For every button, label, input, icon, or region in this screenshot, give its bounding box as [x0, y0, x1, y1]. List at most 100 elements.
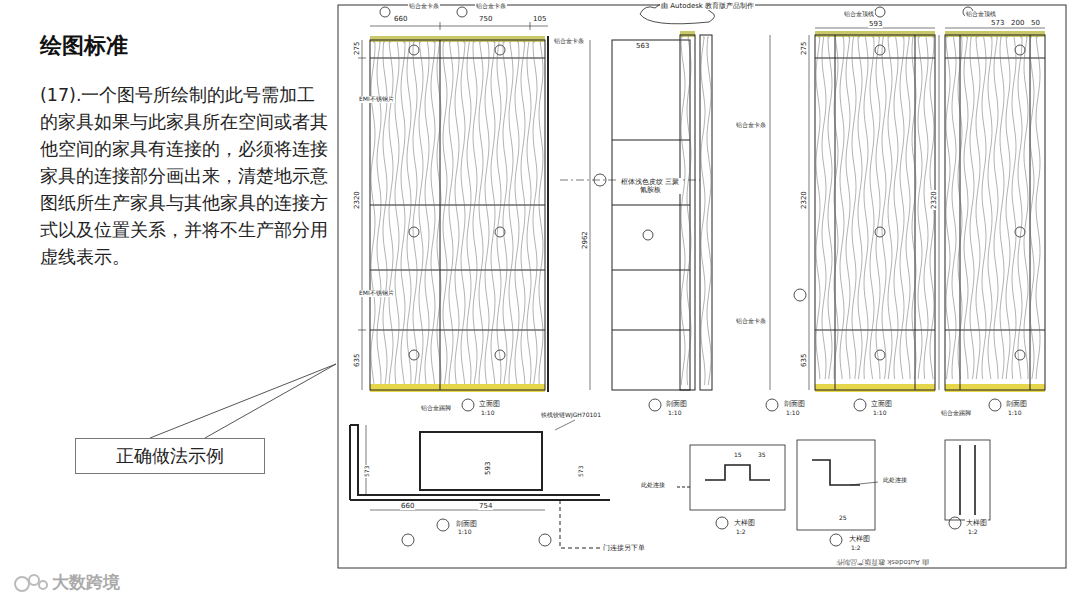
dimension-label: 573 [990, 19, 1005, 27]
body-text: (17).一个图号所绘制的此号需加工的家具如果与此家具所在空间或者其他空间的家具… [40, 82, 332, 271]
dimension-label: 1:10 [872, 410, 887, 417]
callout-box: 正确做法示例 [75, 438, 265, 474]
grain-line [952, 37, 956, 379]
dimension-label: 1:2 [967, 529, 979, 536]
grain-line [816, 37, 820, 379]
grain-line [461, 42, 465, 384]
grain-line [437, 42, 441, 384]
dimension-label: EMI不锈钢片 [358, 96, 395, 103]
grain-line [479, 42, 483, 384]
dimension-label: 剖面图 [665, 400, 688, 408]
watermark: 大数跨境 [52, 573, 120, 593]
grain-line [822, 37, 826, 379]
grain-line [419, 42, 423, 384]
dimension-label: 660 [400, 502, 415, 510]
grain-line [834, 37, 838, 379]
dimension-label: 立面图 [870, 400, 893, 408]
grain-line [503, 42, 507, 384]
grain-line [401, 42, 405, 384]
grain-line [852, 37, 856, 379]
dimension-label: 750 [478, 15, 493, 23]
grain-line [1000, 37, 1004, 379]
dimension-label: EMI不锈钢片 [358, 290, 395, 297]
dimension-label: 门连接另下单 [602, 544, 646, 552]
grain-line [449, 42, 453, 384]
dimension-label: 铁线铰链WJGH70101 [540, 412, 602, 419]
dimension-label: 1:10 [785, 410, 800, 417]
grain-line [473, 42, 477, 384]
grain-line [970, 37, 974, 379]
grain-line [527, 42, 531, 384]
grain-line [828, 37, 832, 379]
grain-line [515, 42, 519, 384]
dimension-label: 105 [532, 15, 547, 23]
dimension-label: 1:10 [667, 410, 682, 417]
grain-line [994, 37, 998, 379]
dimension-label: 铝合金卡条 [735, 122, 767, 129]
dimension-label: 754 [478, 502, 493, 510]
grain-line [840, 37, 844, 379]
dimension-label: 立面图 [478, 400, 501, 408]
grain-line [509, 42, 513, 384]
grain-line [988, 37, 992, 379]
dimension-label: 大样图 [848, 535, 871, 543]
dimension-label: 2320 [353, 190, 361, 210]
dimension-label: 1:10 [1007, 410, 1022, 417]
grain-line [894, 37, 898, 379]
dimension-label: 15 [733, 452, 743, 459]
grain-line [846, 37, 850, 379]
grain-line [1018, 37, 1022, 379]
dimension-label: 剖面图 [455, 520, 478, 528]
dimension-label: 1:10 [457, 529, 472, 536]
grain-line [681, 37, 685, 385]
grain-line [485, 42, 489, 384]
dimension-label: 573 [364, 465, 371, 478]
grain-line [1006, 37, 1010, 379]
dimension-label: 1:10 [480, 410, 495, 417]
grain-line [982, 37, 986, 379]
grain-line [976, 37, 980, 379]
grain-line [912, 37, 916, 379]
dimension-label: 铝合金卡条 [553, 38, 585, 45]
dimension-label: 35 [757, 452, 767, 459]
slide-title: 绘图标准 [40, 31, 128, 61]
grain-line [900, 37, 904, 379]
dimension-label: 此处连接 [882, 477, 908, 484]
grain-line [455, 42, 459, 384]
grain-line [467, 42, 471, 384]
dimension-label: 200 [1010, 19, 1025, 27]
dimension-label: 2962 [581, 230, 589, 250]
grain-line [1030, 37, 1034, 379]
dimension-label: 铝合金顶线 [965, 11, 997, 18]
grain-line [491, 42, 495, 384]
dimension-label: 剖面图 [1005, 400, 1028, 408]
dimension-label: 剖面图 [783, 400, 806, 408]
dimension-label: 593 [868, 20, 883, 28]
grain-line [389, 42, 393, 384]
dimension-label: 铝合金卡条 [475, 3, 507, 10]
dimension-label: 1:2 [735, 529, 747, 536]
dimension-label: 1:2 [850, 545, 862, 552]
dimension-label: 50 [1030, 19, 1041, 27]
dimension-label: 275 [800, 41, 808, 56]
grain-line [395, 42, 399, 384]
grain-line [958, 37, 962, 379]
dimension-label: 铝合金卡条 [408, 3, 440, 10]
dimension-label: 此处连接 [640, 482, 666, 489]
grain-line [1012, 37, 1016, 379]
dimension-label: 635 [800, 353, 808, 368]
dimension-label: 573 [578, 465, 585, 478]
grain-line [1024, 37, 1028, 379]
dimension-label: 铝合金顶线 [843, 11, 875, 18]
grain-line [407, 42, 411, 384]
grain-line [539, 42, 543, 384]
watermark: 由 Autodesk 教育版产品制作 [835, 558, 930, 566]
grain-line [906, 37, 910, 379]
dimension-label: 大样图 [733, 519, 756, 527]
dimension-label: 25 [838, 515, 848, 522]
grain-line [918, 37, 922, 379]
grain-line [443, 42, 447, 384]
grain-line [687, 37, 691, 385]
grain-line [924, 37, 928, 379]
grain-line [371, 42, 375, 384]
